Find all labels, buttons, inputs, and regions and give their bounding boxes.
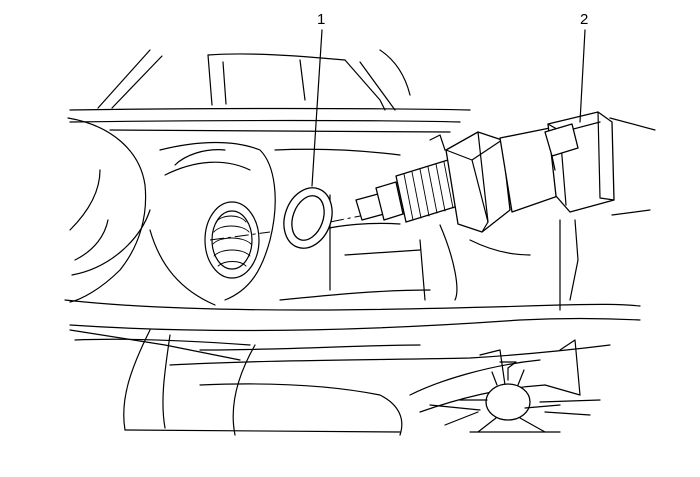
callout-1-label: 1 [317, 11, 325, 28]
callout-1-leader [311, 29, 323, 187]
sealing-washer [283, 187, 333, 249]
housing-background [64, 49, 656, 436]
callout-2-label: 2 [580, 11, 588, 28]
callout-2-leader [579, 29, 586, 123]
sensor-switch [355, 111, 615, 233]
